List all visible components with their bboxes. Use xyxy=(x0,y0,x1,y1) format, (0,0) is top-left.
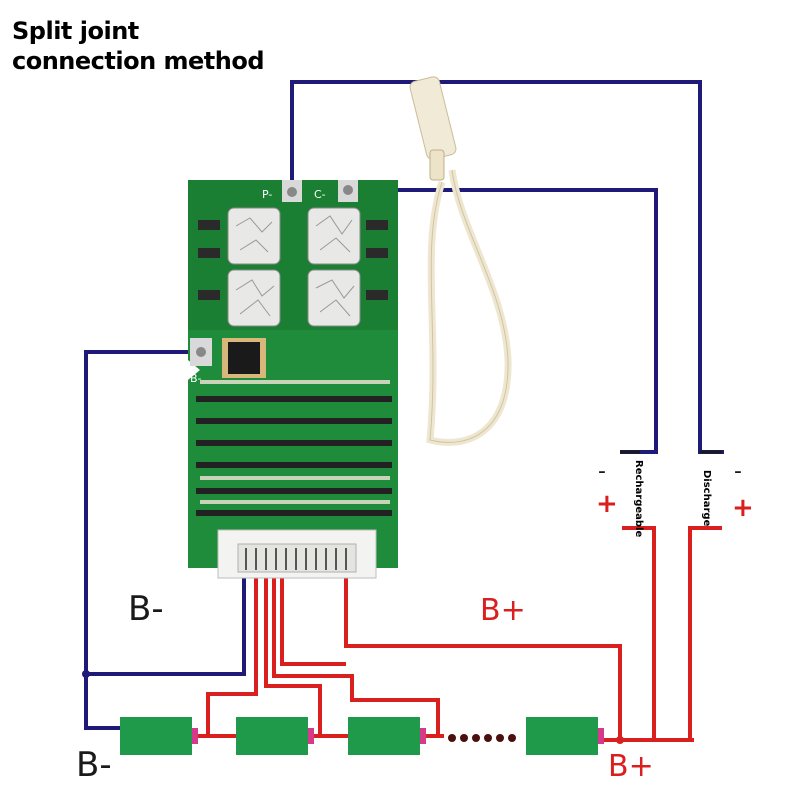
b-minus-junction xyxy=(82,670,90,678)
connector-b-plus-wire xyxy=(344,578,622,740)
battery-cell-icon xyxy=(348,717,426,755)
pcb-b-minus-label: B- xyxy=(190,372,202,385)
connector-b-minus-wire xyxy=(84,576,246,676)
battery-cell-icon xyxy=(120,717,198,755)
battery-cell-icon xyxy=(236,717,314,755)
rechargeable-plus-sign: + xyxy=(596,489,618,519)
b-plus-junction xyxy=(616,736,624,744)
balance-lead-4 xyxy=(280,578,346,666)
balance-lead-2 xyxy=(264,578,322,734)
pcb-c-minus-label: C- xyxy=(314,188,326,201)
discharge-minus-sign: - xyxy=(734,459,742,484)
temperature-sensor-icon xyxy=(409,76,512,446)
balance-lead-3 xyxy=(272,578,440,734)
b-plus-lower-label: B+ xyxy=(608,749,654,784)
rechargeable-label: Rechargeable xyxy=(633,460,644,537)
b-minus-lower-label: B- xyxy=(76,745,112,785)
title-line-1: Split joint xyxy=(12,17,139,45)
discharge-plus-wire xyxy=(688,526,722,740)
diagram-title: Split joint connection method xyxy=(12,16,265,76)
b-minus-wire xyxy=(84,350,202,730)
rechargeable-plus-wire xyxy=(622,526,656,740)
pcb-p-minus-label: P- xyxy=(262,188,272,201)
title-line-2: connection method xyxy=(12,47,265,75)
b-minus-upper-label: B- xyxy=(128,589,164,629)
balance-lead-1 xyxy=(206,578,258,734)
negative-wires xyxy=(84,80,724,730)
discharge-plus-sign: + xyxy=(732,493,754,523)
cell-ellipsis xyxy=(448,734,516,742)
b-plus-upper-label: B+ xyxy=(480,593,526,628)
rechargeable-minus-sign: - xyxy=(598,459,606,484)
positive-wires xyxy=(196,526,722,742)
discharge-label: Discharge xyxy=(701,470,712,527)
battery-cell-icon xyxy=(526,717,604,755)
bms-pcb-icon xyxy=(188,180,398,568)
balance-connector-icon xyxy=(217,529,377,579)
